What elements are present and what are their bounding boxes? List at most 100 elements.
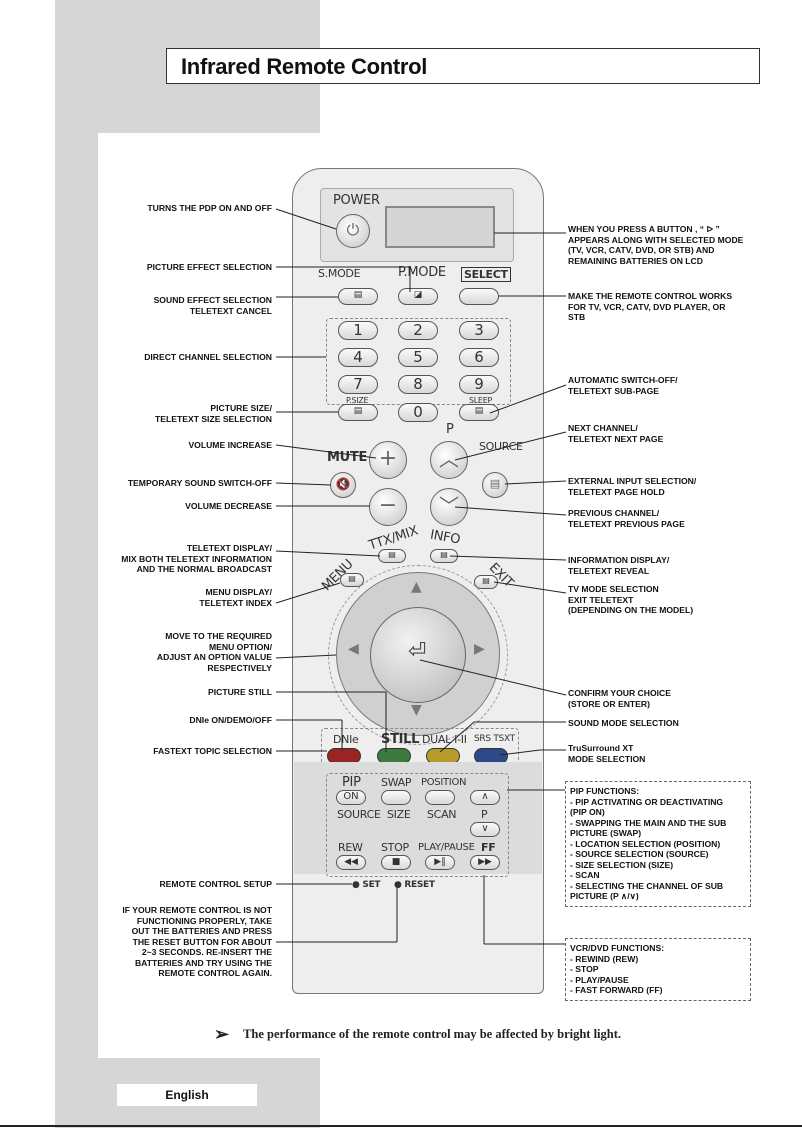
- label-info-display: INFORMATION DISPLAY/ TELETEXT REVEAL: [568, 555, 670, 576]
- enter-button[interactable]: [370, 607, 466, 703]
- volume-down-button[interactable]: −: [369, 488, 407, 526]
- minus-icon: −: [378, 493, 398, 518]
- label-dnie: DNIe ON/DEMO/OFF: [189, 715, 272, 725]
- pmode-button[interactable]: ◪: [398, 288, 438, 305]
- select-button[interactable]: [459, 288, 499, 305]
- rew-label: REW: [338, 841, 363, 854]
- swap-button[interactable]: [381, 790, 411, 805]
- label-tv-mode: TV MODE SELECTION EXIT TELETEXT (DEPENDI…: [568, 584, 694, 615]
- sleep-icon: ▤: [474, 406, 484, 416]
- digit-4-button[interactable]: 4: [338, 348, 378, 367]
- page-title-box: Infrared Remote Control: [166, 48, 760, 84]
- enter-icon: ⏎: [408, 639, 427, 664]
- scan-label: SCAN: [427, 808, 457, 821]
- arrow-icon: ➢: [214, 1024, 230, 1044]
- pip-p-label: P: [481, 808, 488, 821]
- chevron-up-icon: ∧: [481, 791, 489, 802]
- picture-size-icon: ▤: [353, 406, 363, 416]
- power-icon: ⏻: [346, 220, 360, 239]
- plus-icon: +: [378, 446, 398, 471]
- p-label: P: [446, 422, 454, 437]
- left-arrow-icon[interactable]: ◀: [348, 641, 359, 657]
- reset-button[interactable]: ● RESET: [394, 880, 435, 890]
- source-button[interactable]: ▤: [482, 472, 508, 498]
- sleep-label: SLEEP: [469, 396, 492, 405]
- pip-on-button[interactable]: ON: [336, 790, 366, 805]
- digit-1-button[interactable]: 1: [338, 321, 378, 340]
- source-icon: ▤: [489, 477, 501, 490]
- mute-button[interactable]: 🔇: [330, 472, 356, 498]
- label-volume-decrease: VOLUME DECREASE: [185, 501, 272, 511]
- label-direct-channel: DIRECT CHANNEL SELECTION: [144, 352, 272, 362]
- rew-button[interactable]: ◀◀: [336, 855, 366, 870]
- label-teletext-display: TELETEXT DISPLAY/ MIX BOTH TELETEXT INFO…: [121, 543, 272, 574]
- digit-7-button[interactable]: 7: [338, 375, 378, 394]
- pmode-label: P.MODE: [398, 265, 446, 280]
- info-button[interactable]: ▤: [430, 549, 458, 563]
- play-pause-button[interactable]: ▶‖: [425, 855, 455, 870]
- exit-button[interactable]: ▤: [474, 575, 498, 589]
- smode-button[interactable]: ▤: [338, 288, 378, 305]
- volume-up-button[interactable]: +: [369, 441, 407, 479]
- label-sleep: AUTOMATIC SWITCH-OFF/ TELETEXT SUB-PAGE: [568, 375, 678, 396]
- digit-3-button[interactable]: 3: [459, 321, 499, 340]
- digit-5-button[interactable]: 5: [398, 348, 438, 367]
- up-arrow-icon[interactable]: ▲: [411, 579, 422, 595]
- reset-label: RESET: [404, 880, 435, 890]
- label-remote-setup: REMOTE CONTROL SETUP: [159, 879, 272, 889]
- label-navigate: MOVE TO THE REQUIRED MENU OPTION/ ADJUST…: [156, 631, 272, 673]
- power-button[interactable]: ⏻: [336, 214, 370, 248]
- dnie-label: DNIe: [333, 733, 359, 746]
- stop-label: STOP: [381, 841, 409, 854]
- mute-label: MUTE: [327, 450, 368, 465]
- still-label: STILL: [381, 732, 420, 747]
- teletext-cancel-icon: ▤: [353, 290, 363, 300]
- down-arrow-icon[interactable]: ▼: [411, 702, 422, 718]
- digit-2-button[interactable]: 2: [398, 321, 438, 340]
- position-button[interactable]: [425, 790, 455, 805]
- footnote: ➢The performance of the remote control m…: [214, 1024, 621, 1045]
- pip-channel-up-button[interactable]: ∧: [470, 790, 500, 805]
- label-confirm: CONFIRM YOUR CHOICE (STORE OR ENTER): [568, 688, 671, 709]
- exit-icon: ▤: [482, 576, 490, 585]
- teletext-icon: ▤: [388, 550, 396, 559]
- ttx-button[interactable]: ▤: [378, 549, 406, 563]
- channel-up-button[interactable]: ︿: [430, 441, 468, 479]
- label-sound-mode: SOUND MODE SELECTION: [568, 718, 679, 728]
- select-label: SELECT: [461, 267, 511, 282]
- power-label: POWER: [333, 193, 380, 208]
- stop-icon: ■: [391, 857, 401, 867]
- label-picture-effect: PICTURE EFFECT SELECTION: [146, 262, 272, 272]
- right-arrow-icon[interactable]: ▶: [474, 641, 485, 657]
- channel-down-button[interactable]: ﹀: [430, 488, 468, 526]
- fast-forward-icon: ▶▶: [478, 857, 492, 867]
- pip-functions-box: PIP FUNCTIONS: - PIP ACTIVATING OR DEACT…: [565, 781, 751, 907]
- digit-9-button[interactable]: 9: [459, 375, 499, 394]
- language-tab: English: [117, 1084, 257, 1106]
- chevron-down-icon: ∨: [481, 823, 489, 834]
- page-title: Infrared Remote Control: [181, 54, 428, 79]
- sleep-button[interactable]: ▤: [459, 404, 499, 421]
- mute-icon: 🔇: [335, 477, 351, 491]
- chevron-down-icon: ﹀: [439, 494, 459, 518]
- smode-label: S.MODE: [318, 267, 361, 280]
- label-external-input: EXTERNAL INPUT SELECTION/ TELETEXT PAGE …: [568, 476, 697, 497]
- menu-button[interactable]: ▤: [340, 573, 364, 587]
- label-fastext: FASTEXT TOPIC SELECTION: [153, 746, 272, 756]
- digit-8-button[interactable]: 8: [398, 375, 438, 394]
- ff-button[interactable]: ▶▶: [470, 855, 500, 870]
- info-label: INFO: [428, 527, 462, 548]
- ff-label: FF: [481, 841, 496, 854]
- label-picture-still: PICTURE STILL: [208, 687, 272, 697]
- digit-0-button[interactable]: 0: [398, 403, 438, 422]
- pip-channel-down-button[interactable]: ∨: [470, 822, 500, 837]
- psize-button[interactable]: ▤: [338, 404, 378, 421]
- source-label: SOURCE: [479, 440, 523, 453]
- label-picture-size: PICTURE SIZE/ TELETEXT SIZE SELECTION: [155, 403, 272, 424]
- label-sound-effect: SOUND EFFECT SELECTION TELETEXT CANCEL: [153, 295, 272, 316]
- picture-mode-icon: ◪: [413, 290, 423, 300]
- digit-6-button[interactable]: 6: [459, 348, 499, 367]
- set-button[interactable]: ● SET: [352, 880, 381, 890]
- chevron-up-icon: ︿: [439, 447, 459, 471]
- stop-button[interactable]: ■: [381, 855, 411, 870]
